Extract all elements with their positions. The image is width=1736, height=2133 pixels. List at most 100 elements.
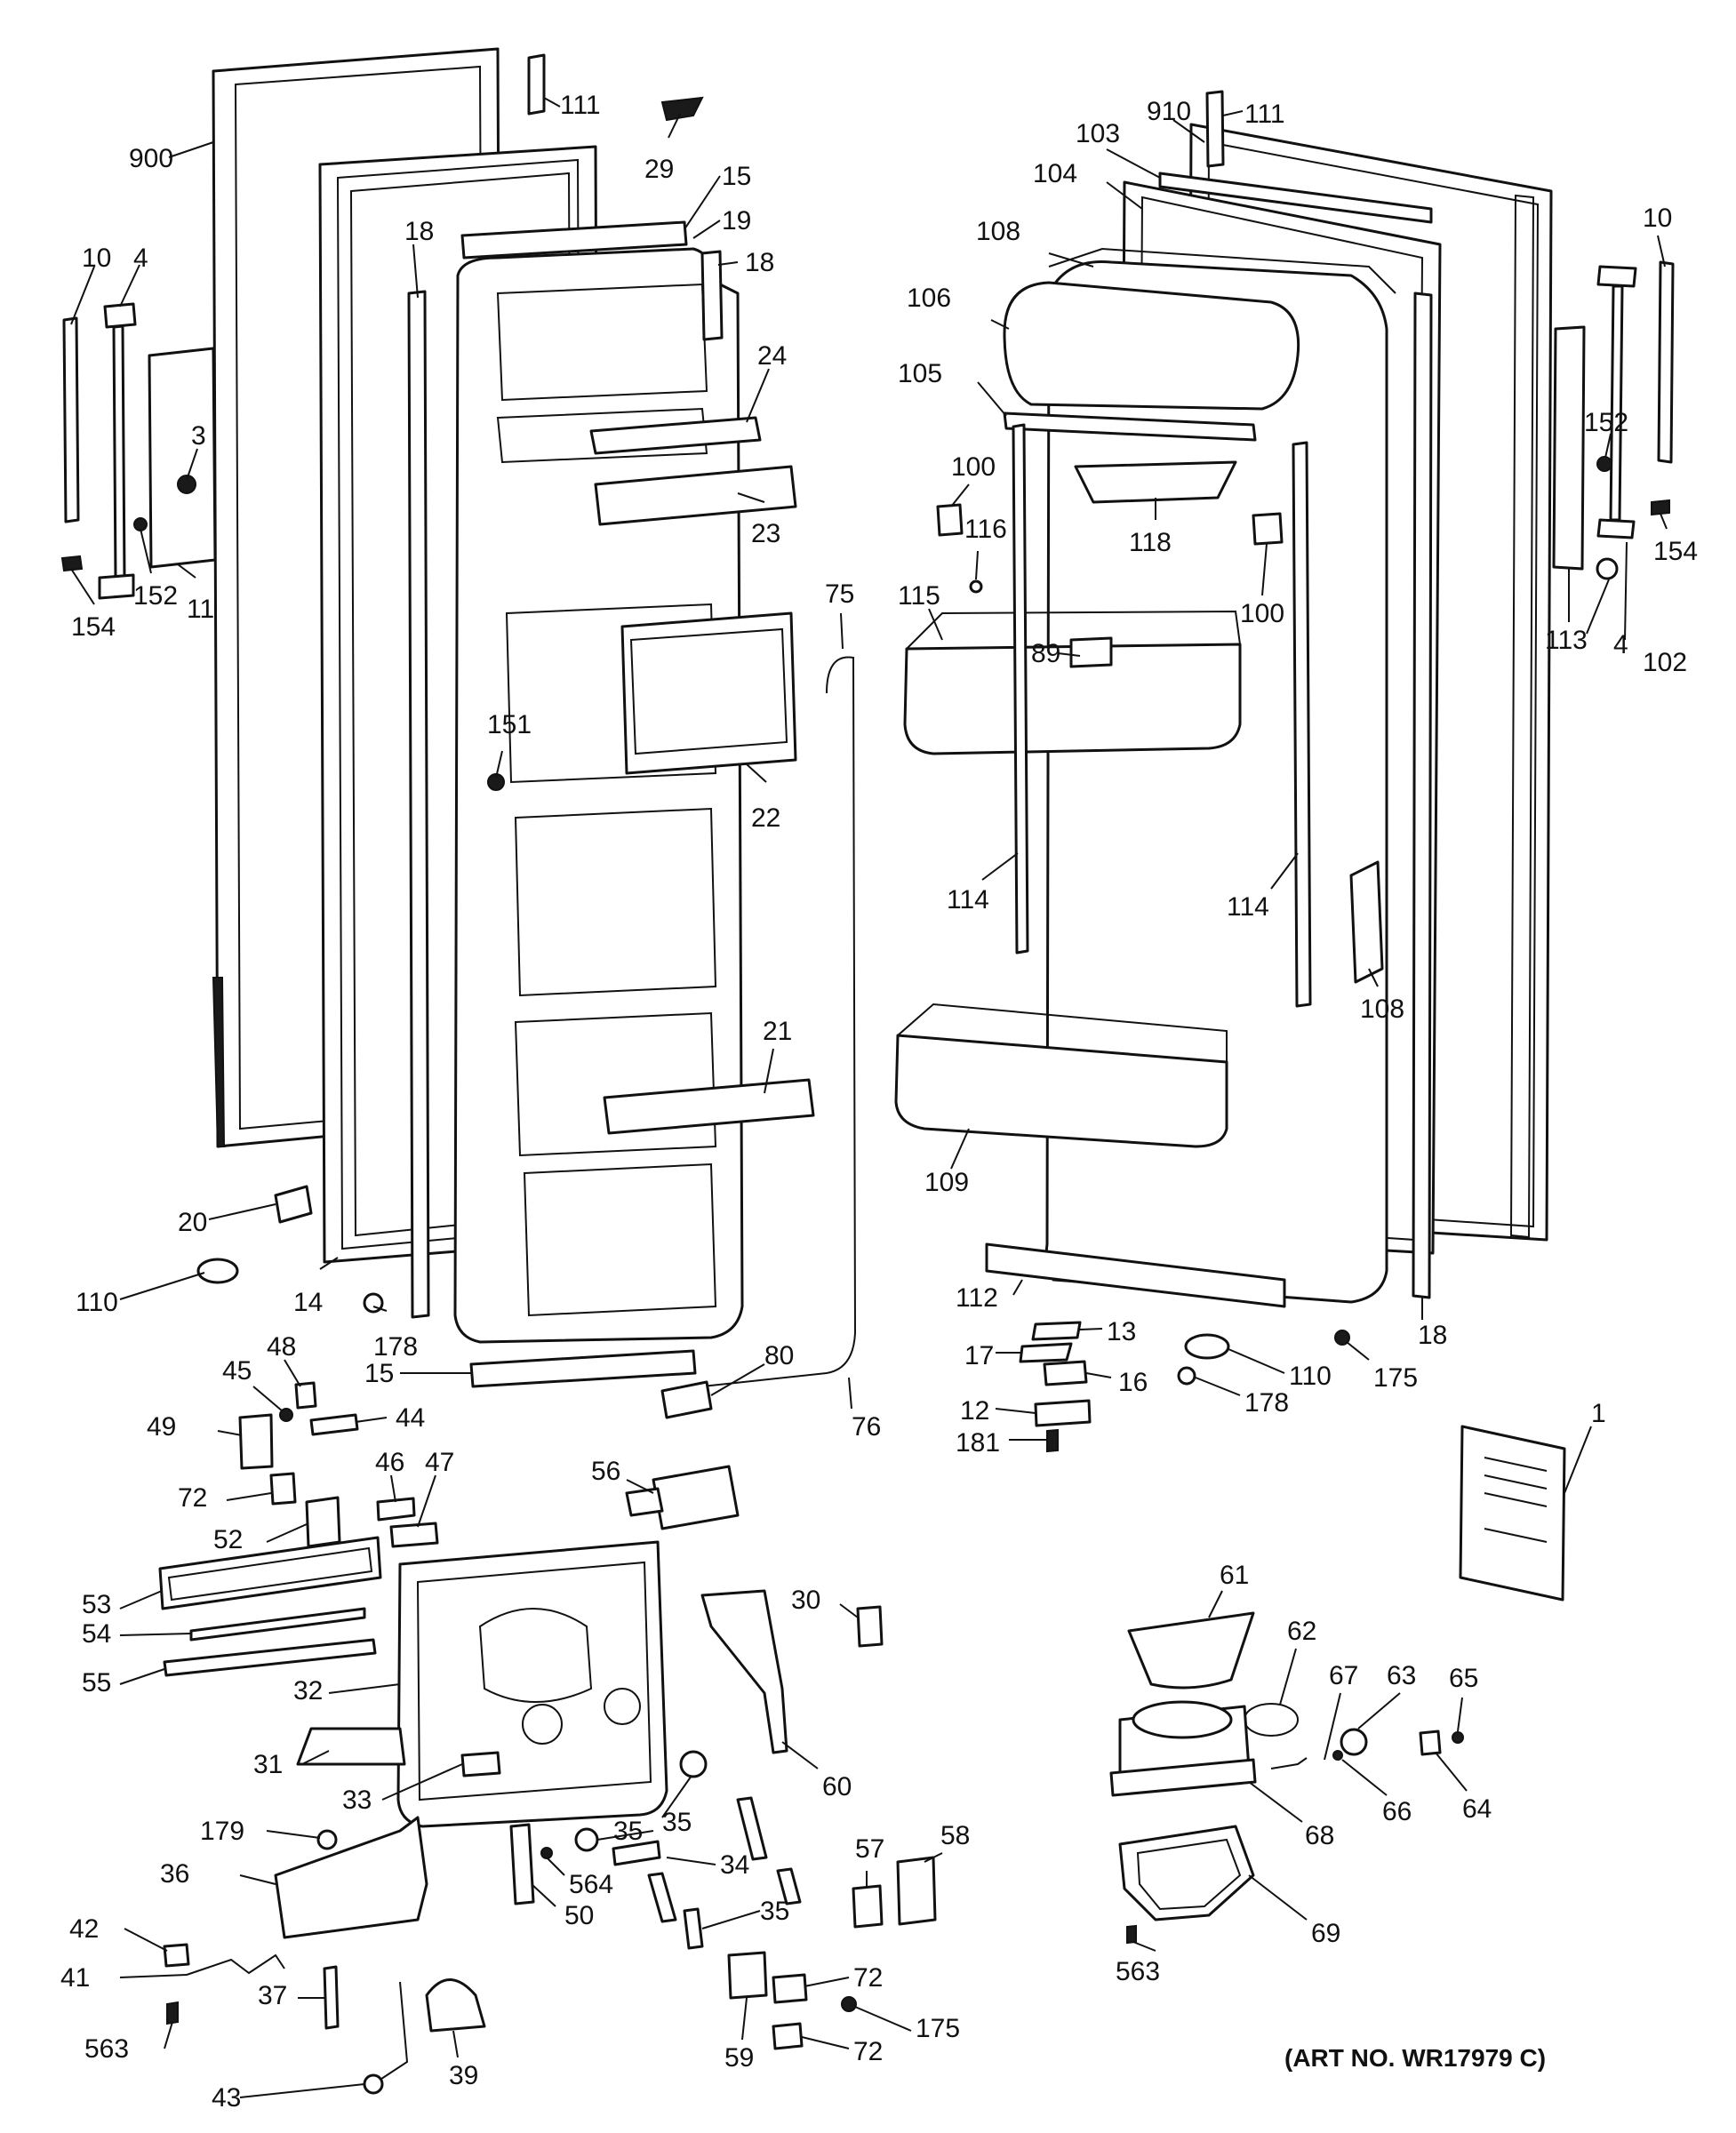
callout-59: 59 <box>724 2043 754 2073</box>
callout-64: 64 <box>1462 1794 1492 1824</box>
callout-35: 35 <box>760 1897 789 1926</box>
rail-114-right <box>1292 441 1312 1008</box>
trim-53 <box>158 1536 382 1610</box>
bushing-102 <box>1596 557 1619 580</box>
hinge-rod-10-left <box>62 316 80 523</box>
callout-178: 178 <box>1244 1388 1289 1418</box>
callout-563: 563 <box>84 2034 129 2064</box>
end-cap-15-top <box>460 220 688 260</box>
callout-23: 23 <box>751 519 780 548</box>
callout-15: 15 <box>722 162 751 191</box>
callout-154: 154 <box>1653 537 1698 566</box>
callout-178: 178 <box>373 1332 418 1362</box>
screw-152-right <box>1596 456 1612 472</box>
callout-111: 111 <box>1244 100 1285 129</box>
callout-116: 116 <box>964 515 1007 544</box>
screw-154-right <box>1651 499 1670 516</box>
cap-110-right <box>1184 1333 1230 1360</box>
shelf-bar-23 <box>594 465 797 526</box>
spring-34b <box>612 1840 661 1866</box>
seal-62 <box>1244 1703 1299 1737</box>
clip-100-right <box>1252 512 1284 546</box>
callout-4: 4 <box>133 244 148 273</box>
callout-65: 65 <box>1449 1664 1478 1693</box>
callout-19: 19 <box>722 206 751 236</box>
callout-32: 32 <box>293 1676 323 1706</box>
callout-110: 110 <box>1289 1362 1332 1391</box>
callout-13: 13 <box>1107 1317 1136 1346</box>
callout-17: 17 <box>964 1341 994 1370</box>
cam-64 <box>1419 1730 1442 1756</box>
callout-113: 113 <box>1545 626 1588 655</box>
washer-35a <box>679 1750 708 1778</box>
callout-15: 15 <box>364 1359 394 1388</box>
manual-booklet-1 <box>1459 1425 1566 1602</box>
cap-110-left <box>196 1258 239 1284</box>
switch-52 <box>305 1496 341 1548</box>
callout-11: 11 <box>187 595 214 624</box>
liner-edge-108 <box>1048 247 1396 294</box>
screw-3 <box>177 475 196 494</box>
bumper-179 <box>316 1829 338 1850</box>
callout-14: 14 <box>293 1288 323 1317</box>
callout-109: 109 <box>924 1168 969 1197</box>
hinge-plate-113-right <box>1552 325 1586 571</box>
callout-67: 67 <box>1329 1661 1358 1690</box>
callout-111: 111 <box>560 91 601 120</box>
trim-strip-18-outer-right <box>1412 292 1433 1299</box>
callout-49: 49 <box>147 1412 176 1442</box>
inner-door-liner <box>453 247 744 1344</box>
bracket-50 <box>509 1823 535 1905</box>
callout-34: 34 <box>720 1850 749 1880</box>
screw-563-left <box>166 2001 179 2025</box>
pin-116 <box>969 579 983 594</box>
callout-100: 100 <box>951 452 996 482</box>
bracket-30 <box>856 1605 884 1648</box>
bracket-60 <box>700 1589 788 1754</box>
callout-10: 10 <box>1643 204 1672 233</box>
callout-1: 1 <box>1591 1399 1606 1428</box>
actuator-33 <box>460 1751 501 1778</box>
callout-62: 62 <box>1287 1617 1316 1646</box>
washer-66 <box>1332 1750 1343 1761</box>
hinge-rod-10-right <box>1657 260 1675 464</box>
callout-42: 42 <box>69 1914 99 1944</box>
side-rack-108 <box>1349 860 1384 984</box>
bumper-178-right <box>1177 1366 1196 1386</box>
callout-10: 10 <box>82 244 111 273</box>
callout-43: 43 <box>212 2083 241 2113</box>
hinge-13 <box>1031 1321 1082 1341</box>
spring-37 <box>323 1965 340 2030</box>
callout-80: 80 <box>764 1341 794 1370</box>
callout-37: 37 <box>258 1981 287 2010</box>
callout-114: 114 <box>1227 892 1269 922</box>
callout-175: 175 <box>916 2014 960 2043</box>
callout-30: 30 <box>791 1586 820 1615</box>
callout-61: 61 <box>1220 1561 1249 1590</box>
callout-66: 66 <box>1382 1797 1412 1826</box>
bracket-47 <box>389 1522 439 1548</box>
callout-112: 112 <box>956 1283 998 1313</box>
motor-56 <box>652 1465 740 1530</box>
callout-114: 114 <box>947 885 989 915</box>
callout-110: 110 <box>76 1288 118 1317</box>
bracket-46 <box>376 1497 416 1522</box>
bushing-63 <box>1340 1728 1368 1756</box>
ice-chute-assembly-group <box>1109 1611 1464 1945</box>
screw-175-bottom <box>841 1996 857 2012</box>
callout-45: 45 <box>222 1356 252 1386</box>
trim-strip-18-right <box>700 250 724 341</box>
water-tube-75-76 <box>701 656 857 1387</box>
callout-152: 152 <box>1584 408 1628 437</box>
callout-102: 102 <box>1643 648 1687 677</box>
dispenser-cover-22 <box>620 611 797 775</box>
callout-115: 115 <box>898 581 940 611</box>
callout-46: 46 <box>375 1448 404 1477</box>
screw-563-right <box>1126 1924 1137 1945</box>
dairy-cover-106 <box>1003 281 1300 411</box>
callout-179: 179 <box>200 1817 244 1846</box>
clip-100-left <box>936 503 964 537</box>
callout-151: 151 <box>487 710 532 739</box>
divider-89 <box>1069 636 1113 668</box>
strip-111-right <box>1205 90 1225 168</box>
